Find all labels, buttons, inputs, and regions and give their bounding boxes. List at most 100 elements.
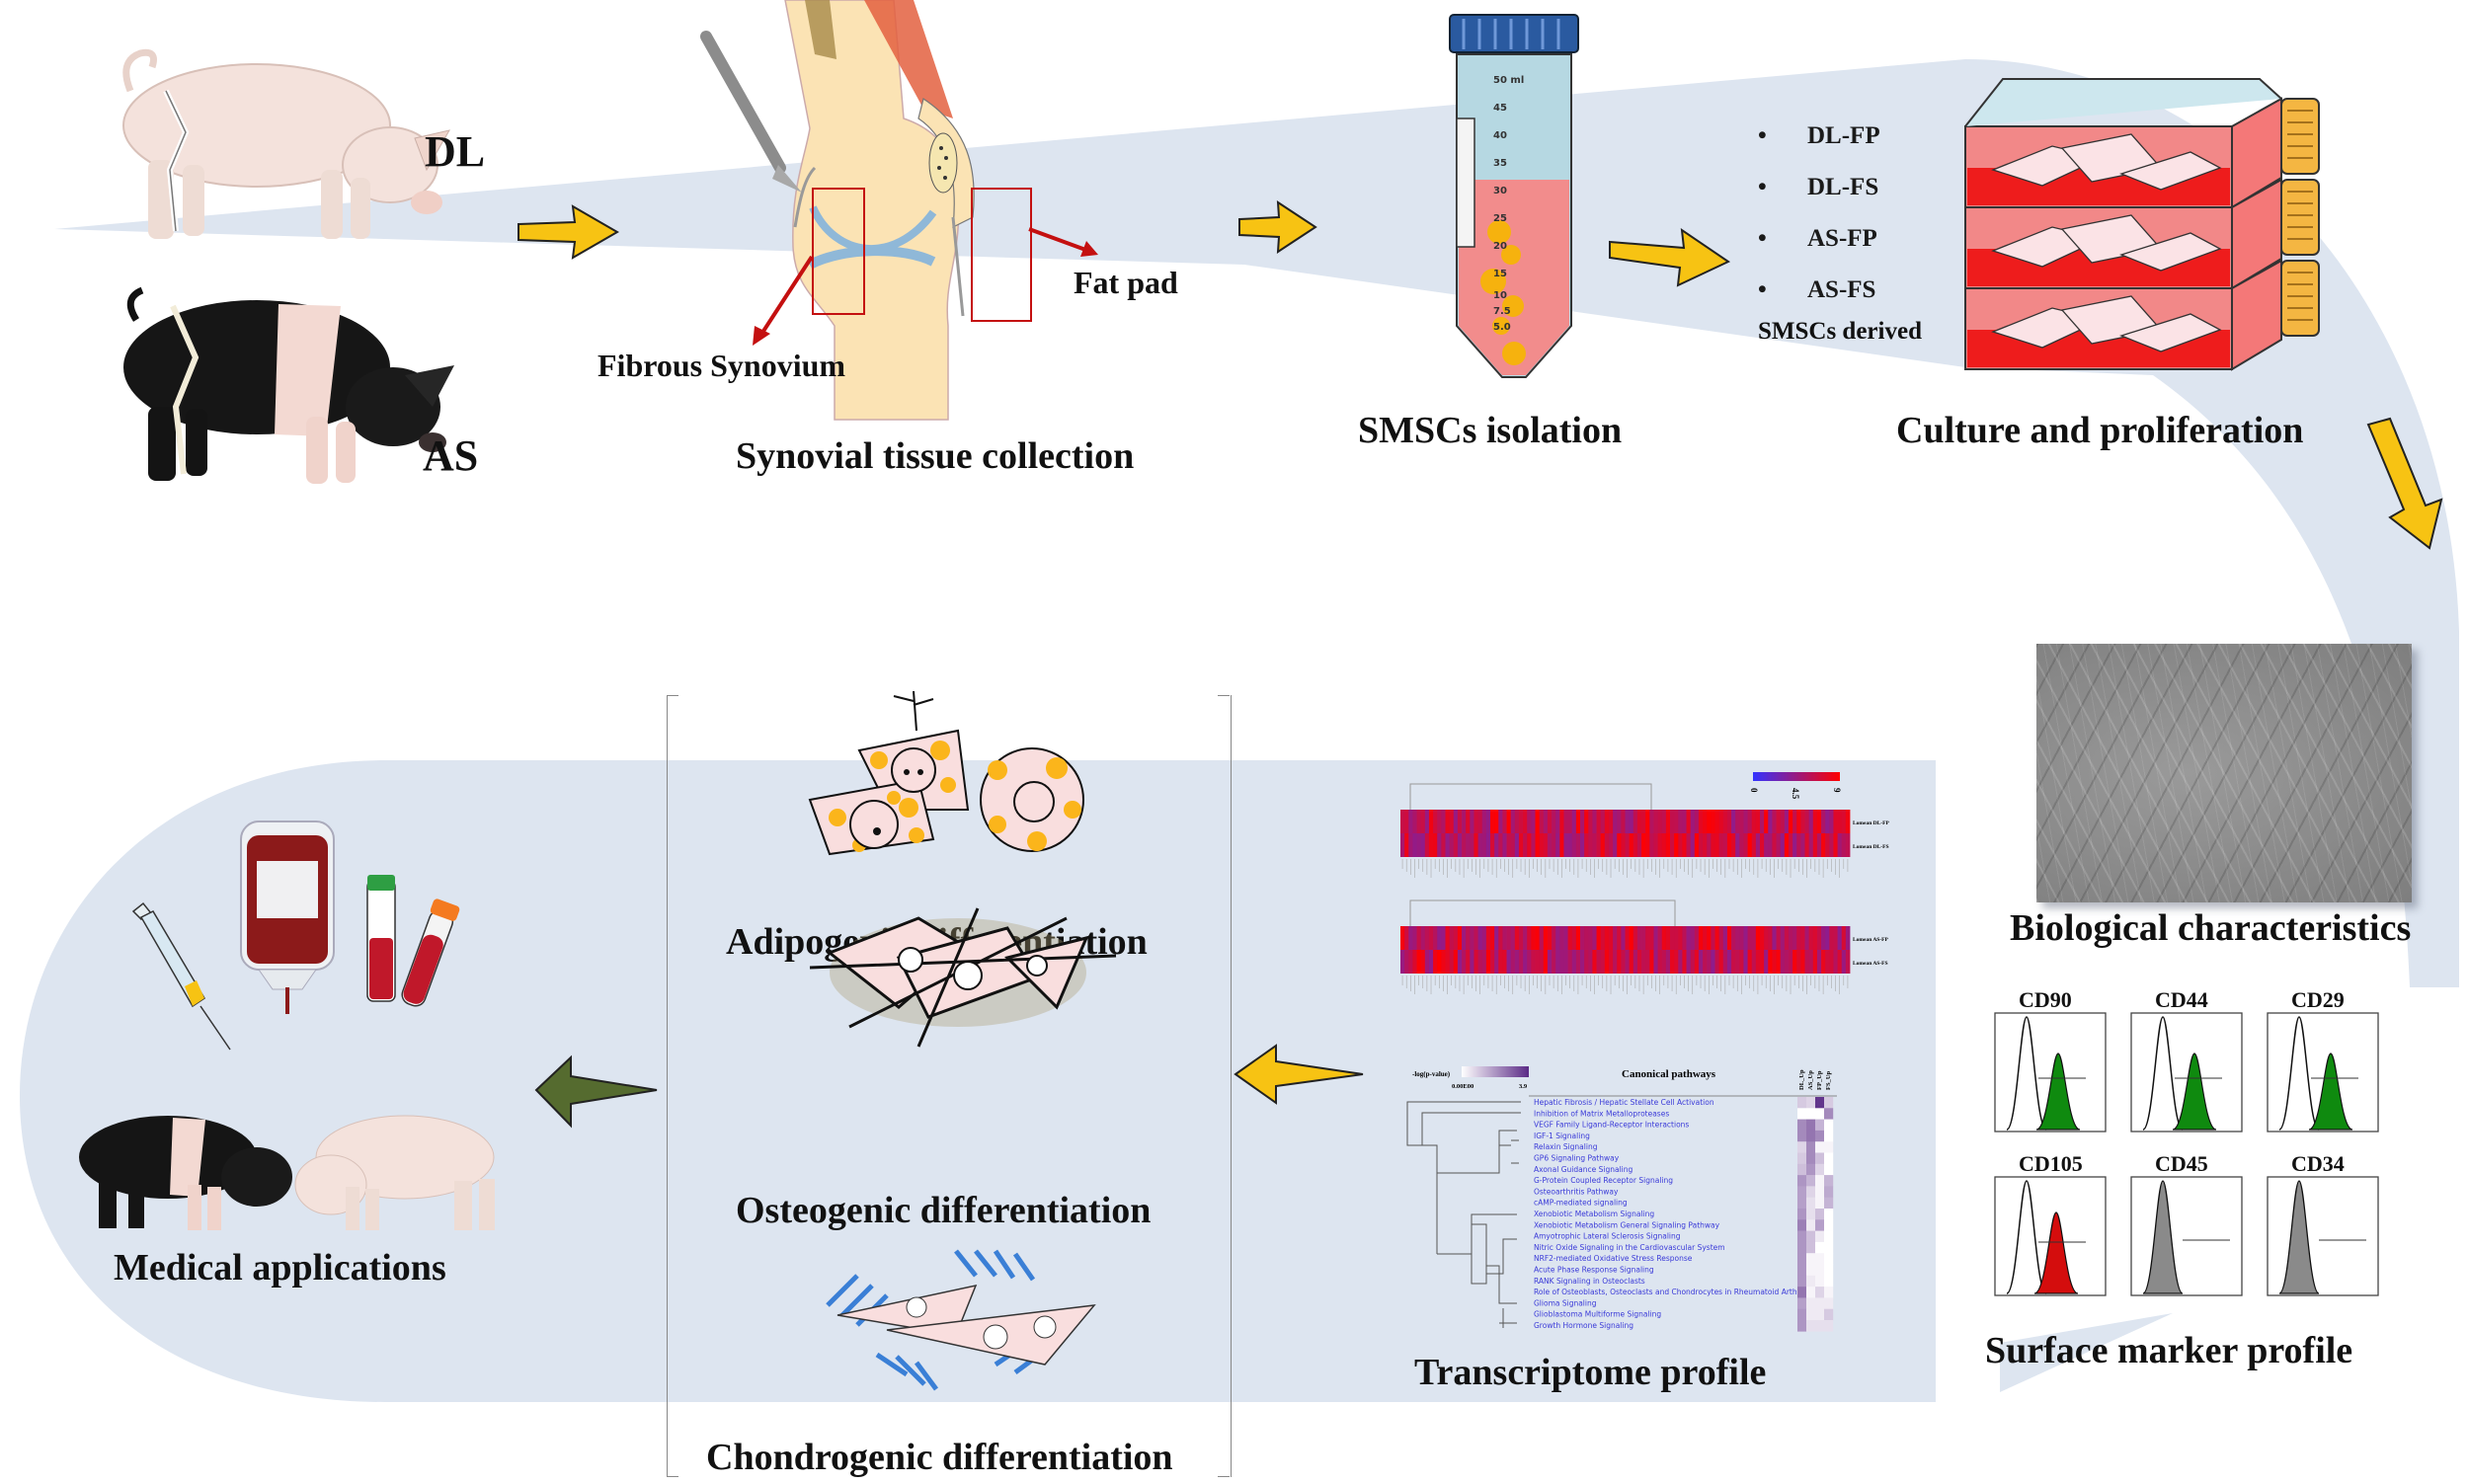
heatmap-cell [1518, 926, 1524, 950]
heatmap-cell [1796, 833, 1801, 857]
heatmap-cell [1808, 950, 1814, 974]
heatmap-cell [1571, 926, 1577, 950]
heatmap-cell [1400, 833, 1405, 857]
heatmap-cell [1490, 950, 1495, 974]
heatmap-cell [1678, 810, 1683, 833]
heatmap-cell [1645, 833, 1650, 857]
heatmap-cell [1747, 950, 1753, 974]
heatmap-cell [1510, 950, 1516, 974]
heatmap-cell [1494, 926, 1499, 950]
marker-histogram [2142, 1180, 2184, 1294]
pathway-heatmap-cell [1797, 1119, 1807, 1132]
heatmap-cell [1665, 833, 1671, 857]
heatmap-cell [1780, 810, 1786, 833]
heatmap-cell [1462, 950, 1467, 974]
heatmap-cell [1674, 926, 1679, 950]
heatmap-cell [1768, 926, 1773, 950]
heatmap-cell [1555, 810, 1560, 833]
pathway-heatmap-cell [1797, 1197, 1807, 1210]
heatmap-cell [1722, 810, 1728, 833]
heatmap-cell [1584, 950, 1589, 974]
heatmap-cell [1502, 833, 1507, 857]
heatmap-cell [1596, 926, 1602, 950]
heatmap-cell [1653, 950, 1658, 974]
heatmap-cell [1477, 950, 1483, 974]
heatmap-cell [1796, 926, 1801, 950]
heatmap-cell [1837, 926, 1843, 950]
heatmap-cell [1796, 950, 1801, 974]
heatmap-cell [1535, 926, 1541, 950]
heatmap-cell [1527, 950, 1532, 974]
heatmap-cell [1608, 926, 1614, 950]
heatmap-cell [1825, 950, 1830, 974]
pathway-heatmap-cell [1824, 1287, 1834, 1298]
heatmap-cell [1485, 833, 1491, 857]
heatmap-cell [1645, 950, 1650, 974]
pathway-name: RANK Signaling in Osteoclasts [1534, 1277, 1645, 1286]
heatmap-cell [1698, 833, 1704, 857]
pathway-name: Hepatic Fibrosis / Hepatic Stellate Cell… [1534, 1098, 1714, 1107]
heatmap-cell [1722, 926, 1728, 950]
heatmap-cell [1600, 926, 1606, 950]
heatmap-cell [1543, 950, 1549, 974]
smsc-source-list: •DL-FP •DL-FS •AS-FP •AS-FS [1758, 111, 1880, 316]
blood-bag-icon [240, 820, 335, 1014]
heatmap-cell [1792, 810, 1797, 833]
heatmap-cell [1718, 833, 1724, 857]
heatmap-cell [1674, 950, 1679, 974]
heatmap-cell [1424, 950, 1430, 974]
pathway-name: Glioma Signaling [1534, 1298, 1597, 1307]
pathway-heatmap-cell [1806, 1163, 1816, 1176]
heatmap-cell [1731, 810, 1736, 833]
tube-mark: 40 [1493, 130, 1507, 141]
heatmap-cell [1682, 926, 1687, 950]
pathway-heatmap-cell [1824, 1253, 1834, 1265]
heatmap-cell [1707, 810, 1712, 833]
heatmap-cell [1408, 810, 1413, 833]
pathway-name: Relaxin Signaling [1534, 1142, 1598, 1151]
heatmap-cell [1539, 810, 1545, 833]
pathway-heatmap-cell [1797, 1297, 1807, 1309]
heatmap-cell [1575, 833, 1581, 857]
heatmap-cell [1567, 833, 1573, 857]
pathway-heatmap-cell [1815, 1130, 1825, 1142]
heatmap-cell [1788, 926, 1793, 950]
heatmap-cell [1751, 833, 1757, 857]
chondrocyte-illustration [826, 1249, 1096, 1391]
heatmap-cell [1404, 833, 1409, 857]
heatmap-cell [1812, 833, 1818, 857]
heatmap-cell [1462, 810, 1467, 833]
heatmap-cell [1400, 926, 1405, 950]
pathway-heatmap-cell [1815, 1119, 1825, 1132]
heatmap-cell [1481, 833, 1487, 857]
pathway-heatmap-cell [1806, 1097, 1816, 1109]
heatmap-cell [1760, 833, 1765, 857]
heatmap-cell [1788, 950, 1793, 974]
heatmap-cell [1481, 926, 1487, 950]
heatmap-cell [1527, 810, 1532, 833]
heatmap-cell [1453, 926, 1459, 950]
pathway-heatmap-cell [1815, 1108, 1825, 1120]
heatmap-cell [1703, 810, 1708, 833]
heatmap-cell [1563, 833, 1568, 857]
tube-mark: 45 [1493, 103, 1507, 114]
heatmap-cell [1768, 833, 1773, 857]
heatmap-cell [1837, 810, 1843, 833]
heatmap-cell [1686, 926, 1692, 950]
scale-tick-label: 0 [1749, 788, 1759, 793]
pathway-heatmap-cell [1815, 1275, 1825, 1288]
heatmap-cell [1466, 926, 1471, 950]
pathway-heatmap-cell [1806, 1141, 1816, 1153]
tube-mark: 10 [1493, 290, 1507, 301]
heatmap-cell [1473, 810, 1478, 833]
heatmap-cell [1812, 926, 1818, 950]
heatmap-cell [1682, 950, 1687, 974]
heatmap-cell [1665, 950, 1671, 974]
pathway-heatmap-cell [1815, 1253, 1825, 1265]
heatmap-cell [1539, 833, 1545, 857]
heatmap-cell [1629, 810, 1634, 833]
control-histogram [2142, 1016, 2184, 1131]
heatmap-cell [1547, 950, 1553, 974]
heatmap-cell [1707, 833, 1712, 857]
